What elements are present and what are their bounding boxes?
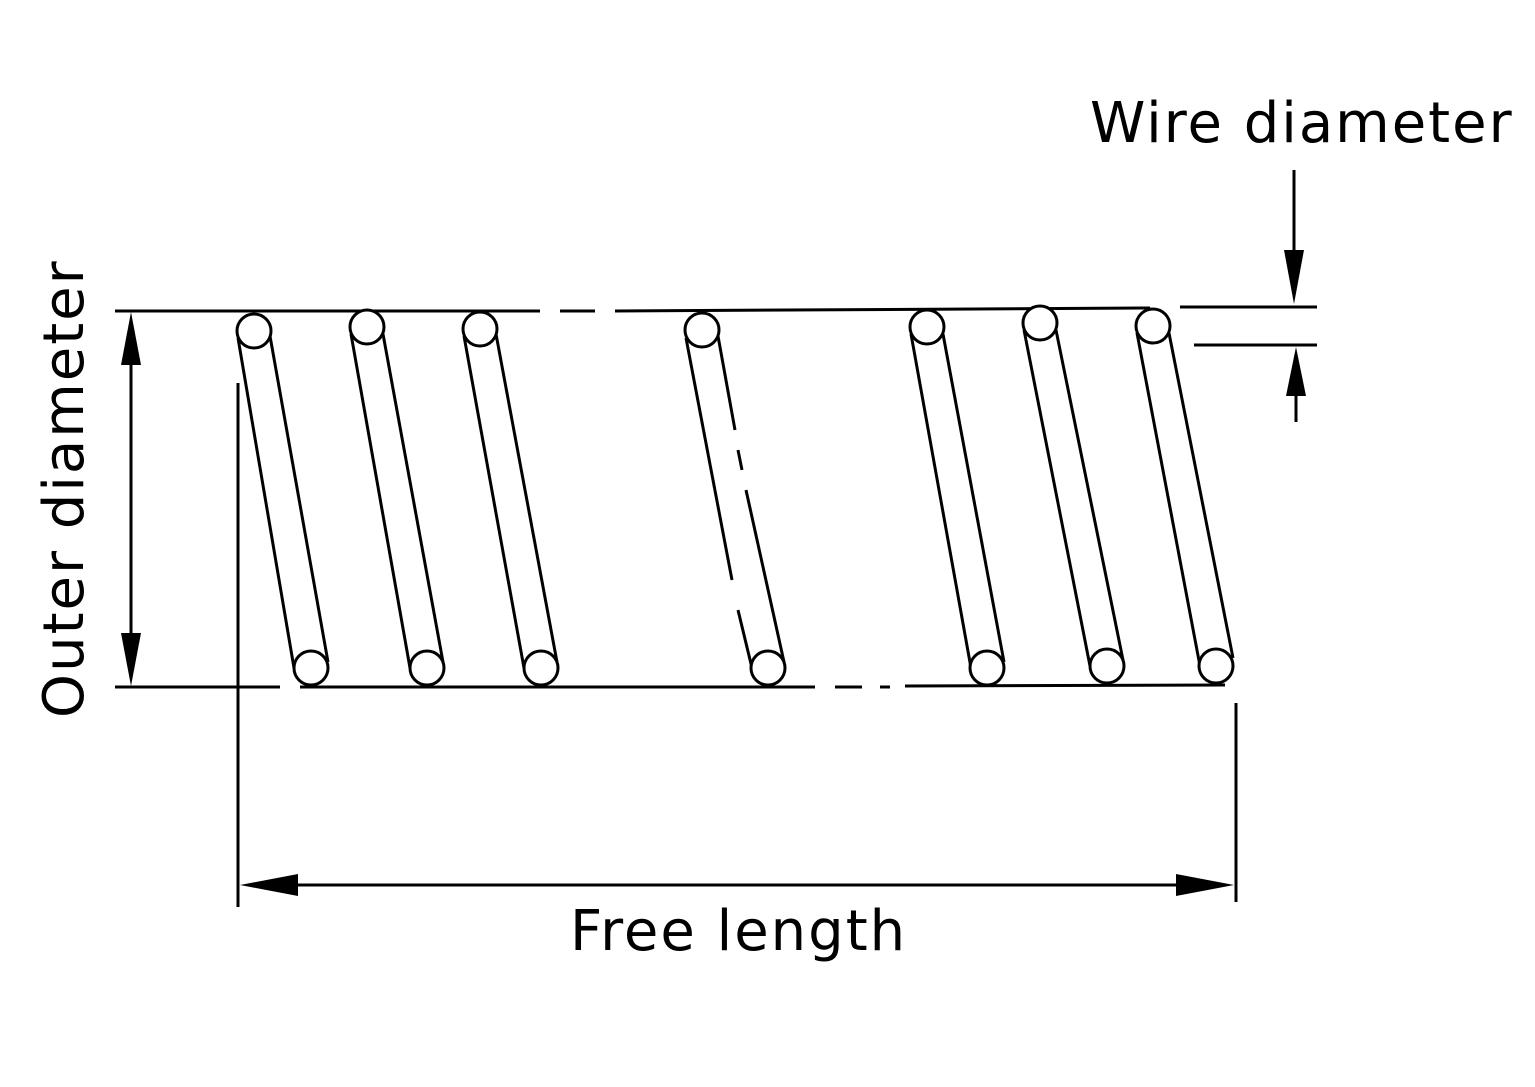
outer-diameter-arrow-down	[121, 633, 141, 686]
wire-diameter-label: Wire diameter	[1090, 91, 1514, 156]
bottom-envelope-line	[115, 683, 1226, 689]
coil-7	[1134, 307, 1235, 685]
coil-6	[1021, 304, 1126, 685]
free-length-arrow-left	[240, 874, 298, 896]
outer-diameter-label: Outer diameter	[32, 259, 97, 718]
free-length-dimension	[236, 383, 1238, 907]
wire-diameter-dimension	[1180, 170, 1317, 422]
outer-diameter-dimension	[121, 312, 141, 686]
coil-3	[461, 310, 560, 687]
coil-5	[908, 308, 1006, 687]
coil-2	[348, 308, 446, 687]
free-length-arrow-right	[1176, 874, 1234, 896]
wire-diameter-arrow-down	[1284, 250, 1304, 304]
coil-4	[683, 311, 787, 687]
wire-diameter-arrow-up	[1286, 347, 1306, 396]
coil-1	[235, 312, 330, 687]
free-length-label: Free length	[570, 899, 907, 964]
top-envelope-line	[115, 306, 1151, 313]
outer-diameter-arrow-up	[121, 312, 141, 365]
